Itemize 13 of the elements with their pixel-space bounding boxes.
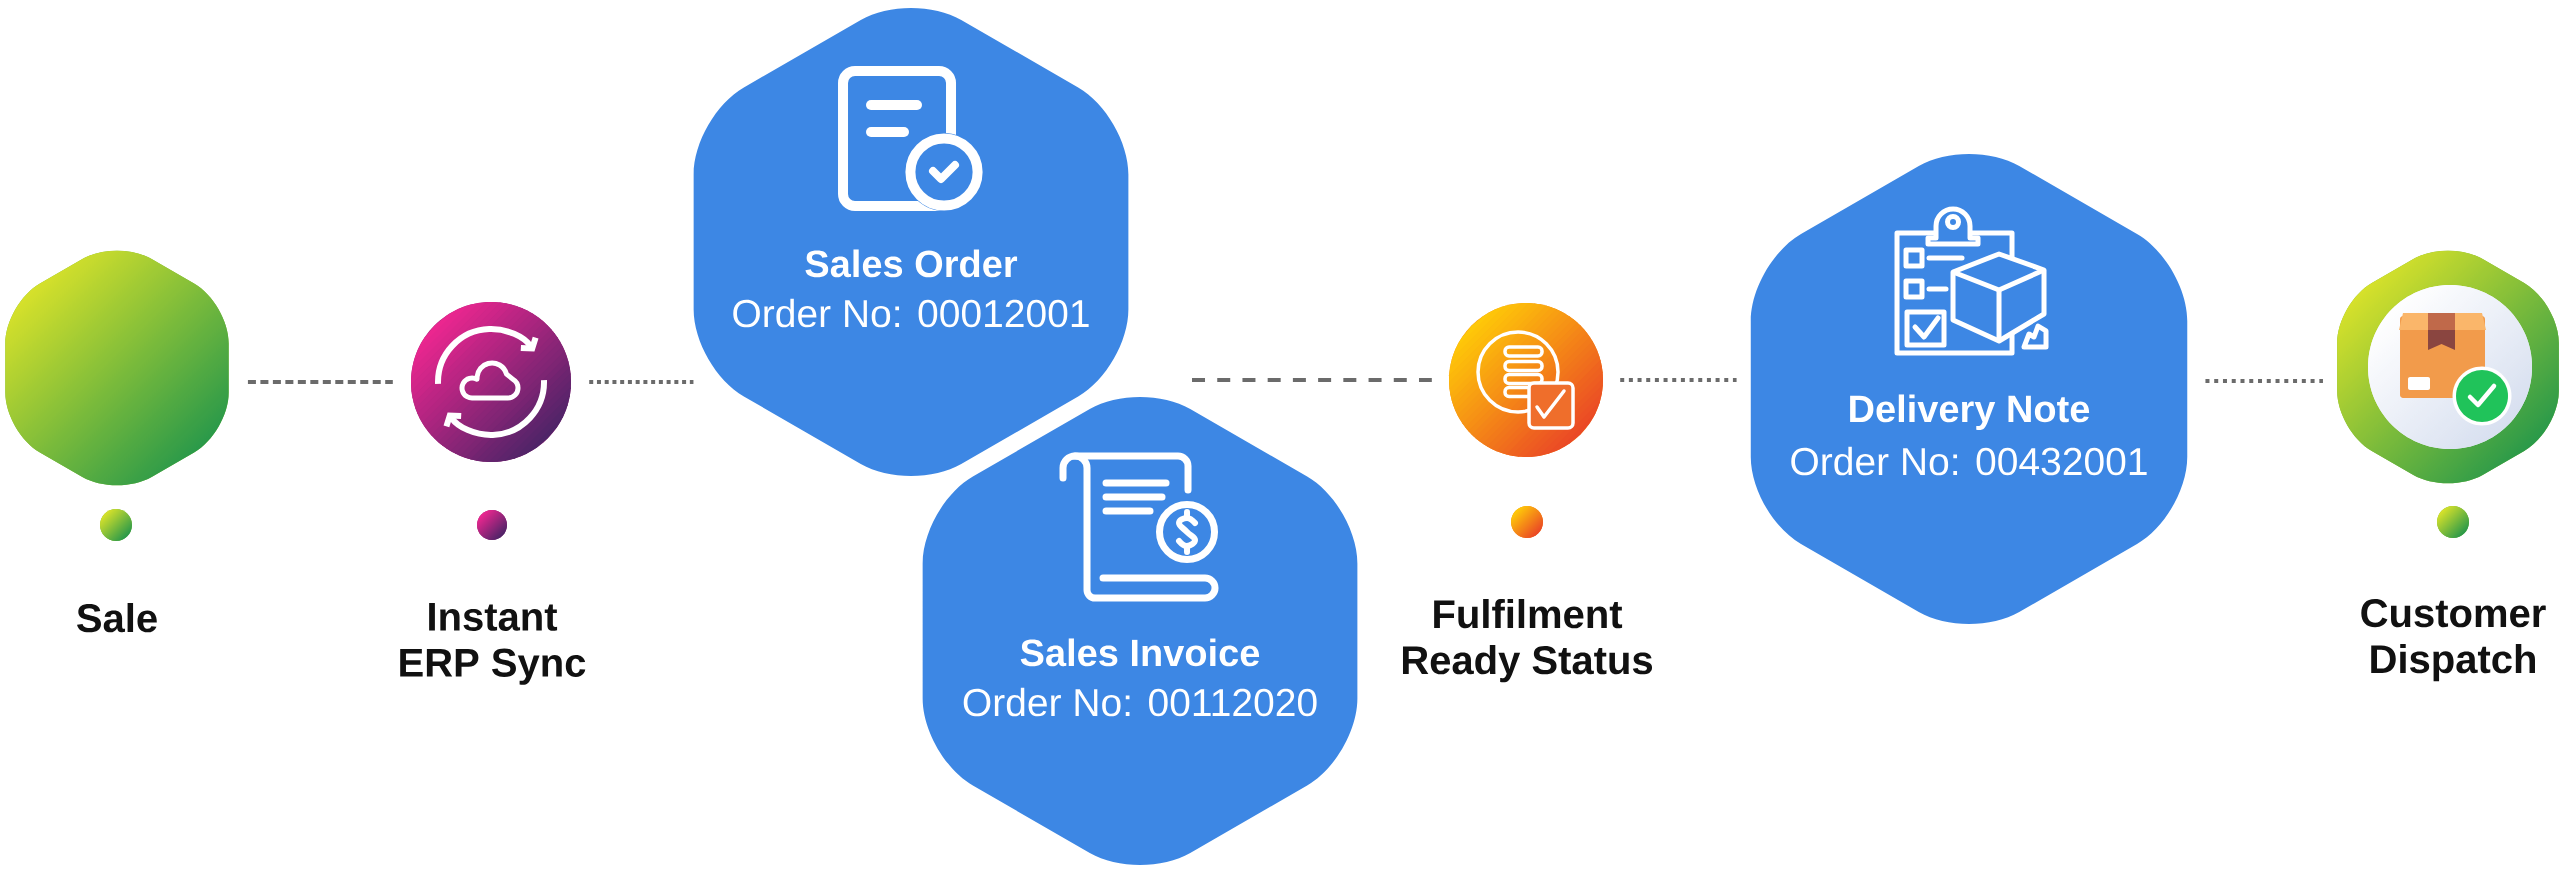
hexagon-card: Sales Order Order No: 00012001 (693, 8, 1129, 476)
cloud-sync-icon (411, 302, 571, 462)
dashed-connector (2205, 379, 2323, 383)
hexagon-card: Sales Invoice Order No: 00112020 (922, 397, 1358, 865)
step-label: Fulfilment Ready Status (1403, 599, 1653, 683)
dashed-connector (1192, 378, 1432, 382)
stack-check-icon (1449, 303, 1603, 457)
dashed-connector (247, 380, 393, 384)
dashed-connector (1620, 378, 1737, 382)
dashed-connector (589, 380, 694, 384)
step-label: Instant ERP Sync (400, 603, 586, 685)
hexagon-card: Delivery Note Order No: 00432001 (1750, 154, 2188, 624)
step-label: Sale (77, 603, 157, 633)
